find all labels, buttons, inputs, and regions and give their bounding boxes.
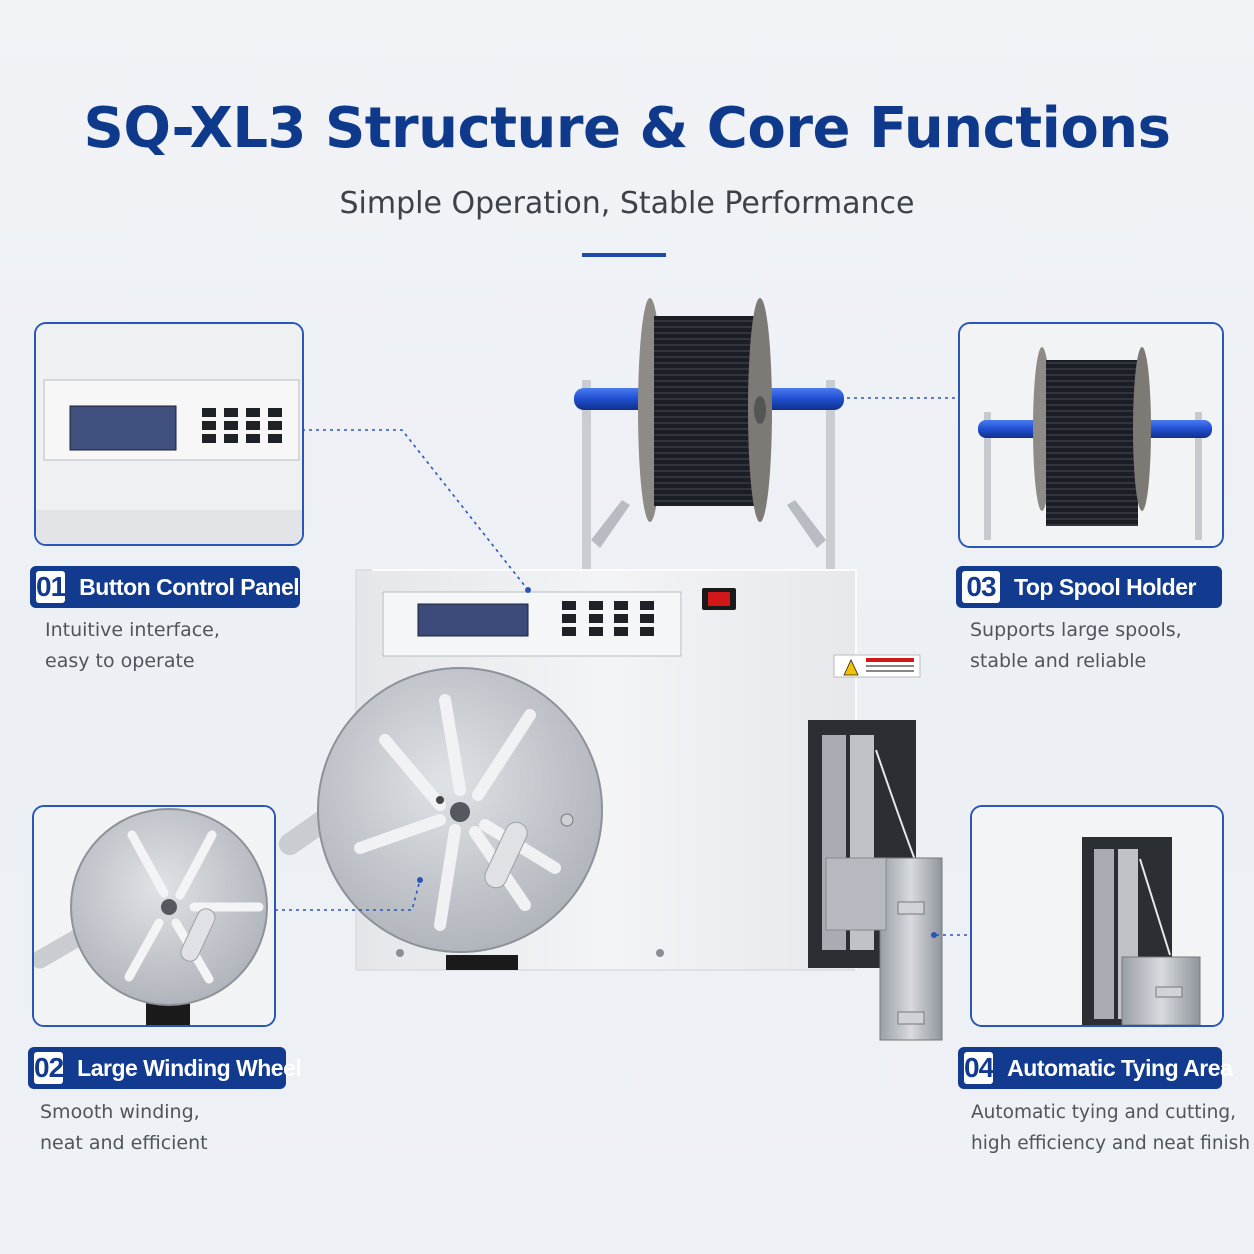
feature-03-closeup [958, 322, 1224, 548]
tying-area-closeup-icon [972, 807, 1222, 1025]
feature-02-closeup [32, 805, 276, 1027]
feature-03-badge: 03 Top Spool Holder [956, 566, 1222, 608]
page-subtitle: Simple Operation, Stable Performance [339, 186, 915, 221]
feature-01-label: Button Control Panel [79, 573, 300, 600]
title-divider [582, 253, 666, 257]
feature-01-desc-line2: easy to operate [45, 650, 195, 672]
feature-01-badge: 01 Button Control Panel [30, 566, 300, 608]
feature-02-desc-line2: neat and efficient [40, 1132, 208, 1154]
feature-04-label: Automatic Tying Area [1007, 1054, 1233, 1081]
feature-04-badge: 04 Automatic Tying Area [958, 1047, 1233, 1089]
feature-02-desc-line1: Smooth winding, [40, 1101, 200, 1123]
feature-02-number: 02 [34, 1052, 64, 1084]
page-title: SQ-XL3 Structure & Core Functions [83, 96, 1171, 161]
feature-04-description: Automatic tying and cutting, high effici… [971, 1097, 1250, 1159]
feature-01-desc-line1: Intuitive interface, [45, 619, 220, 641]
feature-03-desc-line2: stable and reliable [970, 650, 1147, 672]
feature-04-desc-line2: high efficiency and neat finish [971, 1133, 1251, 1154]
feature-02-badge: 02 Large Winding Wheel [28, 1047, 302, 1089]
feature-04-number: 04 [964, 1052, 994, 1084]
feature-03-desc-line1: Supports large spools, [970, 619, 1182, 641]
feature-03-description: Supports large spools, stable and reliab… [970, 615, 1182, 677]
feature-01-number: 01 [36, 571, 66, 603]
feature-02-description: Smooth winding, neat and efficient [40, 1097, 208, 1159]
feature-04-closeup [970, 805, 1224, 1027]
callout-lines [275, 397, 970, 936]
winding-wheel [278, 667, 603, 953]
spool-holder-closeup-icon [960, 324, 1222, 546]
feature-02-label: Large Winding Wheel [77, 1054, 302, 1081]
control-panel-closeup-icon [36, 324, 302, 544]
tying-mechanism [808, 720, 943, 1041]
winding-wheel-closeup-icon [34, 807, 274, 1025]
feature-03-label: Top Spool Holder [1014, 573, 1196, 600]
feature-03-number: 03 [962, 571, 1000, 603]
feature-01-description: Intuitive interface, easy to operate [45, 615, 220, 677]
lcd-screen [417, 603, 529, 637]
keypad [562, 601, 654, 636]
wire-spool [638, 298, 772, 522]
feature-04-desc-line1: Automatic tying and cutting, [971, 1102, 1237, 1123]
feature-01-closeup [34, 322, 304, 546]
